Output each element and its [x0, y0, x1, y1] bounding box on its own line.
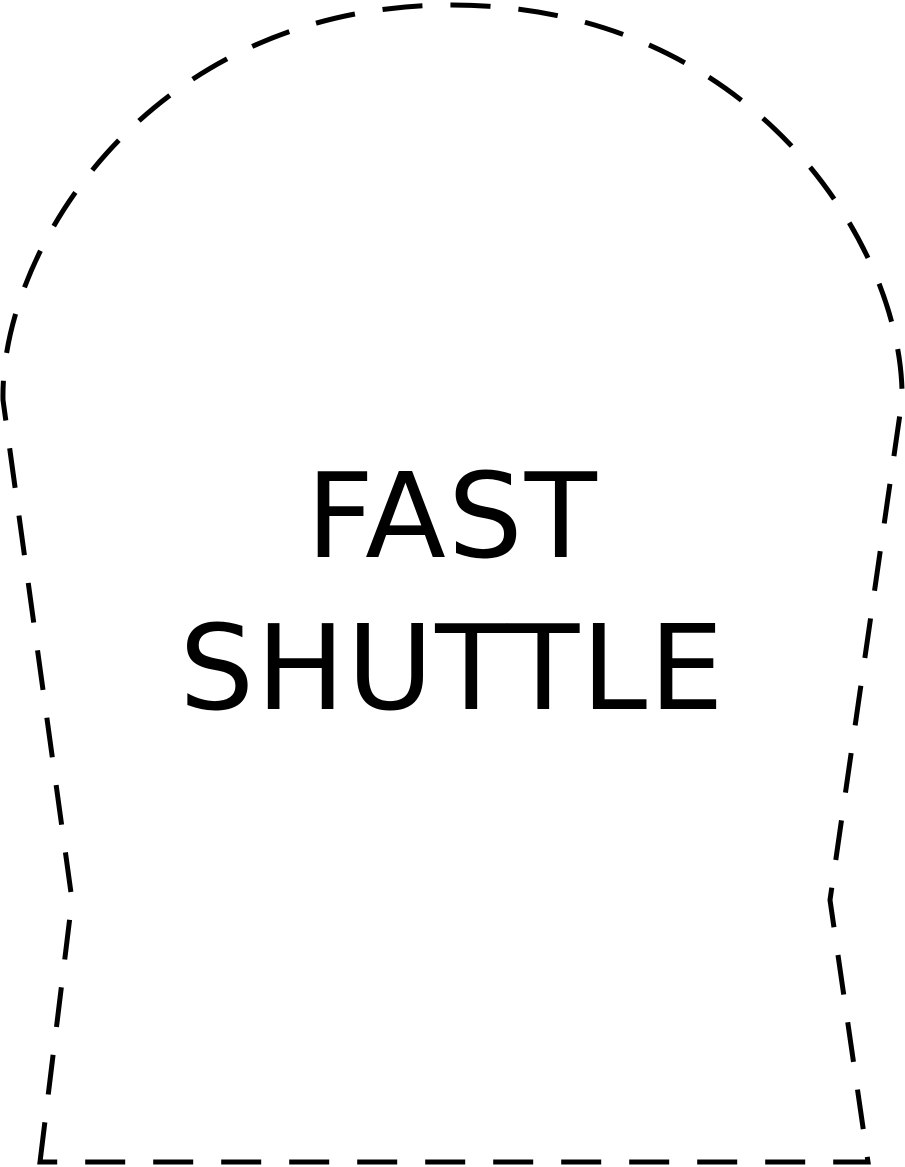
- shuttle-label: FAST SHUTTLE: [0, 440, 905, 744]
- label-line-2: SHUTTLE: [179, 599, 726, 737]
- label-line-1: FAST: [306, 447, 599, 585]
